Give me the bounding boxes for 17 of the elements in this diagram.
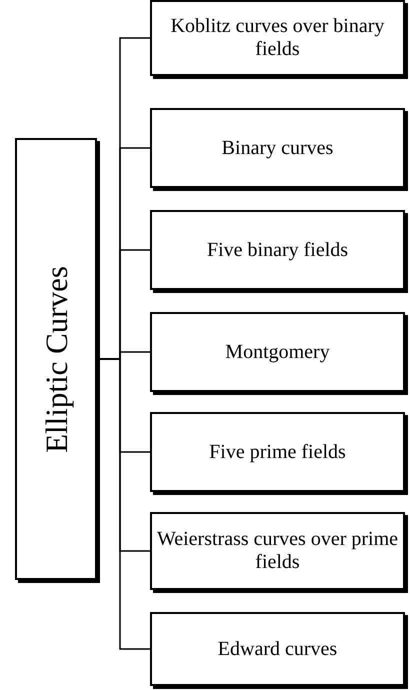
connector-line — [100, 358, 150, 650]
category-box — [150, 108, 405, 188]
box-label: Montgomery — [224, 340, 331, 364]
box-label: Elliptic Curves — [40, 266, 72, 452]
root-box — [15, 138, 97, 580]
category-box — [150, 412, 405, 492]
box-label: Five binary fields — [206, 238, 350, 262]
box-label: Koblitz curves over binary fields — [170, 15, 386, 61]
box-label: Five prime fields — [208, 440, 347, 464]
category-box — [150, 210, 405, 290]
category-box — [150, 612, 405, 686]
box-label: Weierstrass curves over prime fields — [156, 528, 400, 574]
box-label: Edward curves — [216, 638, 338, 660]
box-label: Binary curves — [220, 136, 334, 160]
category-box — [150, 512, 405, 590]
category-box — [150, 312, 405, 392]
category-box — [150, 0, 405, 76]
